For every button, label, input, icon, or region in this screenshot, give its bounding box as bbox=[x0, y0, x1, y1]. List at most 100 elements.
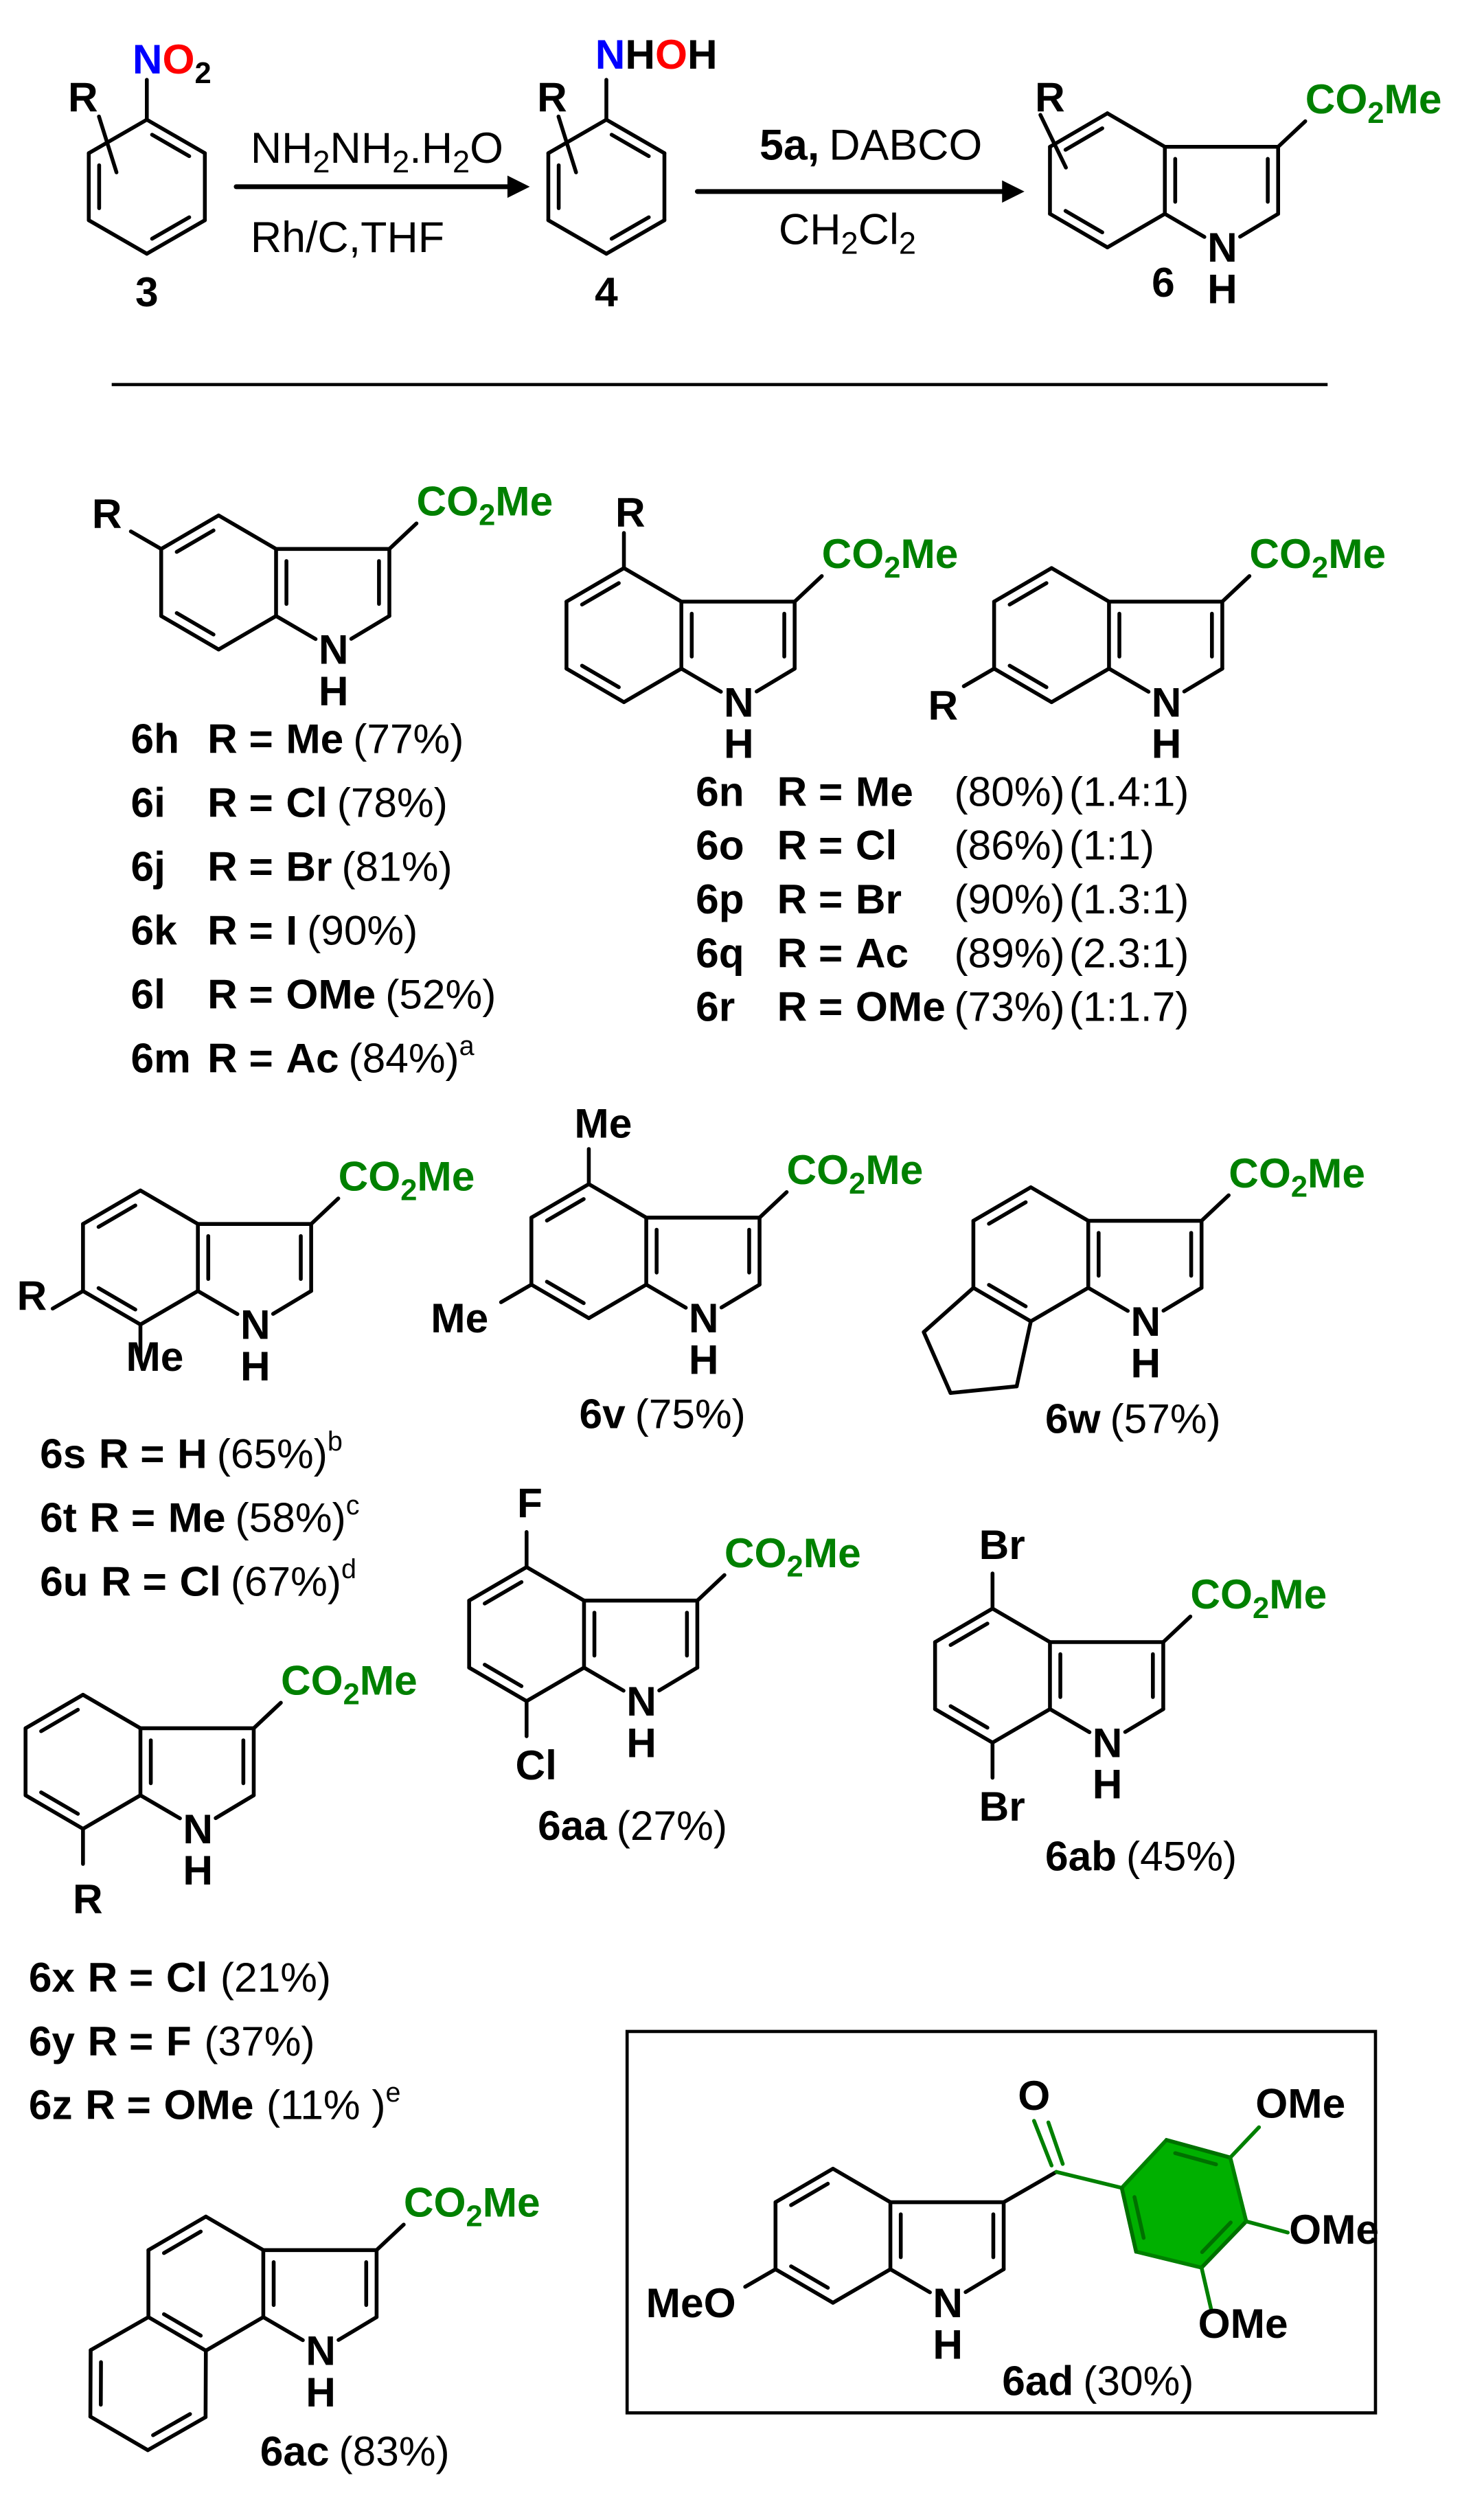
bond bbox=[151, 2412, 192, 2437]
r-label: R bbox=[537, 74, 567, 121]
glyph: e bbox=[900, 1146, 924, 1193]
substituent-label: R bbox=[615, 489, 646, 536]
hydroxylamine-group-label: NHOH bbox=[595, 31, 718, 78]
bond bbox=[582, 1665, 626, 1693]
nitrogen-label: N bbox=[724, 679, 754, 725]
bond bbox=[1132, 2195, 1146, 2240]
footnote-marker: a bbox=[459, 1031, 475, 1061]
ester-label: CO2Me bbox=[404, 2178, 540, 2233]
glyph: O bbox=[1259, 1150, 1291, 1196]
bond bbox=[1031, 2119, 1054, 2167]
bond bbox=[128, 529, 163, 551]
bond bbox=[580, 581, 621, 607]
glyph: M bbox=[1384, 76, 1419, 122]
bond bbox=[1164, 2138, 1233, 2160]
bond bbox=[1014, 1319, 1033, 1389]
glyph: H bbox=[422, 124, 453, 172]
subscript: 2 bbox=[400, 1174, 417, 1207]
bond bbox=[146, 2214, 208, 2253]
r-label: R bbox=[1035, 74, 1065, 121]
yield: (65%) bbox=[217, 1431, 328, 1477]
glyph: M bbox=[900, 530, 935, 577]
r-equals: R = bbox=[99, 1431, 165, 1477]
r-value: Cl bbox=[286, 779, 327, 826]
yield: (30%) bbox=[1083, 2358, 1194, 2404]
subscript: 2 bbox=[1312, 551, 1328, 584]
bond bbox=[1063, 126, 1104, 152]
bond bbox=[529, 1282, 591, 1321]
nitrogen-label: N bbox=[626, 1678, 657, 1725]
r-equals: R = bbox=[777, 876, 843, 922]
subscript: 2 bbox=[1367, 97, 1384, 130]
bond bbox=[174, 528, 216, 554]
nitrogen-label: N bbox=[1093, 1719, 1123, 1766]
methoxy-label: OMe bbox=[1255, 2080, 1345, 2126]
glyph: C bbox=[1190, 1571, 1220, 1617]
bond bbox=[87, 218, 149, 256]
bond bbox=[81, 1692, 143, 1731]
compound-id: 6o bbox=[696, 822, 744, 869]
bond bbox=[1105, 212, 1167, 249]
substituent-label: F bbox=[517, 1480, 543, 1527]
footnote-marker: b bbox=[328, 1426, 343, 1457]
compound-id: 6v bbox=[579, 1391, 626, 1437]
bond bbox=[138, 1289, 200, 1327]
bond bbox=[216, 513, 278, 551]
bond bbox=[604, 218, 667, 256]
bond bbox=[159, 513, 221, 551]
hydrogen-label: H bbox=[1093, 1761, 1123, 1808]
hydrogen-label: H bbox=[1207, 265, 1237, 312]
compound-entry: 6ab(45%) bbox=[1045, 1832, 1237, 1879]
glyph: N bbox=[133, 36, 163, 82]
substituent-label: R bbox=[73, 1876, 103, 1922]
substituent-label: Me bbox=[431, 1295, 488, 1341]
compound-id: 3 bbox=[135, 269, 159, 315]
bond bbox=[1001, 2170, 1059, 2205]
compound-id: 6n bbox=[696, 768, 744, 815]
bond bbox=[586, 1182, 648, 1220]
nitrogen-label: N bbox=[1131, 1298, 1161, 1345]
hydrogen-label: H bbox=[306, 2369, 336, 2415]
hydrogen-label: H bbox=[724, 720, 754, 767]
bond bbox=[81, 1188, 143, 1226]
compound-id: 6ab bbox=[1045, 1832, 1117, 1879]
bond bbox=[604, 117, 667, 155]
bond bbox=[1161, 1615, 1193, 1644]
r-equals: R = bbox=[777, 768, 843, 815]
yield: (86%) bbox=[955, 822, 1065, 869]
compound-id: 6m bbox=[131, 1034, 191, 1081]
compound-id: 6h bbox=[131, 716, 179, 762]
glyph: C bbox=[858, 206, 889, 254]
glyph: O bbox=[1335, 76, 1367, 122]
bond bbox=[1220, 574, 1252, 604]
nitrogen-label: N bbox=[183, 1806, 213, 1852]
glyph: C bbox=[822, 530, 852, 577]
r-equals: R = bbox=[88, 2018, 154, 2064]
glyph: H bbox=[282, 124, 312, 172]
glyph: C bbox=[1305, 76, 1336, 122]
bond bbox=[89, 2315, 150, 2352]
bond bbox=[1199, 2219, 1248, 2270]
r-equals: R = bbox=[207, 779, 273, 826]
ester-label: CO2Me bbox=[1249, 530, 1386, 584]
substituent-label: Me bbox=[126, 1333, 183, 1380]
bond bbox=[621, 666, 683, 705]
yield: (11% ) bbox=[266, 2082, 385, 2128]
bond bbox=[963, 2267, 1006, 2295]
bond bbox=[96, 1203, 137, 1229]
glyph: C bbox=[787, 1146, 817, 1193]
glyph: . bbox=[409, 124, 421, 172]
nitrogen-label: N bbox=[1207, 224, 1237, 271]
yield: (90%) bbox=[955, 876, 1065, 922]
r-value: H bbox=[177, 1431, 207, 1477]
compound-id: 6s bbox=[40, 1431, 86, 1477]
compound-entry: 6s R = H(65%)b bbox=[40, 1426, 343, 1477]
